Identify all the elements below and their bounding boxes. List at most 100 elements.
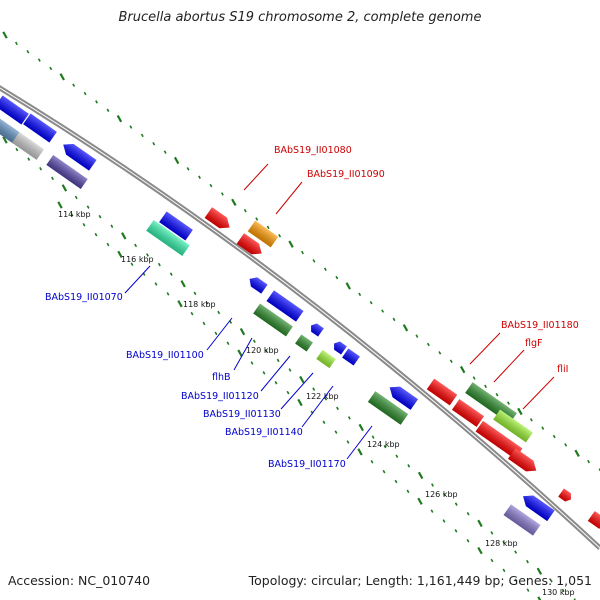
track-dash xyxy=(335,275,339,280)
track-dash xyxy=(299,375,305,384)
gene-box xyxy=(367,391,409,425)
gene-arrow xyxy=(236,233,262,255)
gene-label-flgf: flgF xyxy=(525,338,542,349)
track-dash xyxy=(250,361,254,365)
label-connectors xyxy=(124,163,555,460)
track-dash xyxy=(395,454,399,458)
gene-label-babs19-ii01180: BAbS19_II01180 xyxy=(501,320,579,331)
tick-label-116: 116 kbp xyxy=(121,255,154,264)
track-dash xyxy=(217,310,221,315)
track-dash xyxy=(95,100,98,104)
track-dash xyxy=(190,311,194,316)
track-dash xyxy=(514,550,518,554)
track-dash xyxy=(466,512,470,516)
track-dash xyxy=(301,250,304,255)
track-dash xyxy=(517,407,523,416)
track-dash xyxy=(526,588,530,592)
tick-label-118: 118 kbp xyxy=(183,300,216,309)
gene-label-babs19-ii01070: BAbS19_II01070 xyxy=(45,292,123,303)
gene-label-babs19-ii01170: BAbS19_II01170 xyxy=(268,459,346,470)
track-dash xyxy=(383,444,387,449)
track-dash xyxy=(239,327,246,336)
gene-features xyxy=(0,95,600,536)
gene-arrow xyxy=(523,495,555,522)
track-dash xyxy=(402,324,409,332)
track-dash xyxy=(536,567,543,575)
track-dash xyxy=(561,588,565,593)
track-dash xyxy=(186,167,190,171)
gene-box xyxy=(0,95,29,125)
track-dash xyxy=(163,150,167,154)
tick-label-114: 114 kbp xyxy=(58,210,91,219)
gene-box xyxy=(159,211,193,241)
track-dash xyxy=(537,596,542,600)
track-dash xyxy=(231,198,237,206)
track-dash xyxy=(573,598,576,600)
track-dash xyxy=(347,416,351,420)
track-dash xyxy=(146,253,149,257)
track-dash xyxy=(334,430,338,434)
track-dash xyxy=(477,546,483,555)
track-dash xyxy=(381,309,385,313)
gene-box xyxy=(266,290,304,322)
track-dash xyxy=(346,440,350,444)
gene-box xyxy=(23,113,57,143)
track-dash xyxy=(193,291,197,296)
tick-label-130: 130 kbp xyxy=(542,588,575,597)
track-dash xyxy=(57,201,63,209)
forward-gene-labels: BAbS19_II01080 BAbS19_II01090 BAbS19_II0… xyxy=(274,145,579,375)
track-dash xyxy=(98,214,102,219)
tick-marks: 114 kbp 116 kbp 118 kbp 120 kbp 122 kbp … xyxy=(58,210,575,597)
track-dash xyxy=(370,460,374,464)
track-dash xyxy=(322,420,326,424)
summary-text: Topology: circular; Length: 1,161,449 bp… xyxy=(248,573,592,588)
track-dash xyxy=(278,234,282,238)
track-dash xyxy=(2,31,8,39)
track-dash xyxy=(106,108,110,113)
gene-box xyxy=(587,511,600,529)
gene-label-babs19-ii01080: BAbS19_II01080 xyxy=(274,145,352,156)
track-dash xyxy=(382,469,386,474)
track-dash xyxy=(323,267,327,271)
track-dash xyxy=(117,250,123,259)
track-dash xyxy=(371,435,375,439)
track-dash xyxy=(116,114,123,123)
track-dash xyxy=(454,502,458,506)
track-dash xyxy=(495,392,499,397)
track-dash xyxy=(157,262,161,267)
gene-box xyxy=(146,220,190,256)
track-dash xyxy=(274,381,278,385)
track-dash xyxy=(430,509,434,513)
track-dash xyxy=(507,401,510,405)
track-dash xyxy=(110,224,114,228)
track-dash xyxy=(14,41,18,46)
tick-label-122: 122 kbp xyxy=(306,392,339,401)
track-dash xyxy=(205,301,209,305)
tick-label-120: 120 kbp xyxy=(246,346,279,355)
track-dash xyxy=(529,418,533,422)
gene-arrow xyxy=(311,323,324,337)
track-dash xyxy=(169,272,173,276)
track-dash xyxy=(406,489,410,494)
track-dash xyxy=(442,519,446,523)
map-title: Brucella abortus S19 chromosome 2, compl… xyxy=(118,10,482,25)
track-dash xyxy=(226,341,230,345)
track-dash xyxy=(369,300,373,305)
track-dash xyxy=(202,321,206,326)
track-dash xyxy=(449,359,453,363)
track-dash xyxy=(262,371,266,375)
track-dash xyxy=(2,136,8,144)
track-dash xyxy=(394,479,398,484)
track-dash xyxy=(121,232,127,240)
track-dash xyxy=(264,349,268,353)
track-dash xyxy=(392,317,396,322)
gene-box xyxy=(11,132,45,160)
accession-text: Accession: NC_010740 xyxy=(8,573,151,588)
track-dash xyxy=(417,471,424,480)
track-dash xyxy=(180,280,186,288)
track-dash xyxy=(243,208,247,213)
track-dash xyxy=(39,167,43,171)
track-dash xyxy=(173,156,180,165)
track-dash xyxy=(484,384,488,389)
